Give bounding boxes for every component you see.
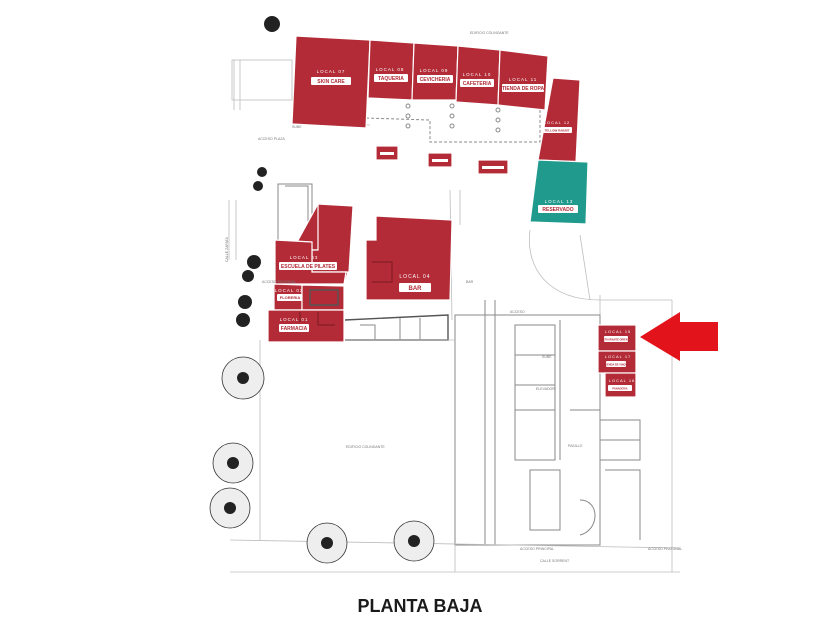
local-13-name: RESERVADO	[542, 207, 573, 213]
local-17-name: TIENDA DE VINOS	[605, 363, 628, 367]
local-15-name: RESTAURANTE ORIENTAL	[599, 338, 633, 342]
unit-local-16[interactable]: LOCAL 16 PANADERIA	[604, 372, 637, 398]
note-sube-top: SUBE	[292, 125, 302, 129]
local-10-number: LOCAL 10	[463, 72, 492, 77]
local-02-name: FLORERIA	[280, 295, 301, 300]
unit-local-07[interactable]: LOCAL 07 SKIN CARE	[291, 35, 371, 129]
local-08-number: LOCAL 08	[376, 67, 405, 72]
local-03-name: ESCUELA DE PILATES	[281, 264, 336, 270]
local-13-number: LOCAL 13	[545, 199, 574, 204]
local-12-name: TELLOW RABBIT	[545, 129, 570, 133]
note-calle-bottom: CALLE SORRENT	[540, 559, 570, 563]
unit-local-01[interactable]: LOCAL 01 FARMACIA	[267, 309, 345, 343]
unit-local-03[interactable]: LOCAL 03 ESCUELA DE PILATES	[274, 203, 354, 286]
note-sube-mid: SUBE	[542, 355, 552, 359]
note-edificio-mid: EDIFICIO COLINDANTE	[346, 445, 385, 449]
local-04-name: BAR	[409, 286, 423, 292]
local-09-number: LOCAL 09	[420, 68, 449, 73]
note-acceso-plaza: ACCESO PLAZA	[258, 137, 286, 141]
kiosk-left[interactable]	[375, 145, 399, 161]
note-bar: BAR	[466, 280, 474, 284]
unit-local-10[interactable]: LOCAL 10 CAFETERIA	[455, 45, 501, 106]
unit-local-08[interactable]: LOCAL 08 TAQUERIA	[367, 39, 415, 101]
local-08-name: TAQUERIA	[378, 76, 404, 82]
local-07-number: LOCAL 07	[317, 69, 346, 74]
unit-local-09[interactable]: LOCAL 09 CEVICHERIA	[411, 42, 459, 101]
note-calle-left: CALLE ZAPATA	[225, 236, 229, 262]
note-pasillo: PASILLO	[568, 444, 583, 448]
local-01-number: LOCAL 01	[280, 317, 309, 322]
unit-local-17[interactable]: LOCAL 17 TIENDA DE VINOS	[597, 350, 637, 374]
unit-local-12[interactable]: LOCAL 12 TELLOW RABBIT	[537, 77, 581, 163]
local-16-name: PANADERIA	[612, 387, 627, 391]
note-edificio-top: EDIFICIO COLINDANTE	[470, 31, 509, 35]
local-12-number: LOCAL 12	[544, 120, 571, 125]
highlight-arrow-icon	[640, 312, 718, 361]
note-acceso-peatonal-right: ACCESO PEATONAL	[648, 547, 682, 551]
local-15-number: LOCAL 15	[605, 329, 632, 334]
unit-local-04[interactable]: LOCAL 04 BAR	[365, 215, 453, 301]
plan-notes: EDIFICIO COLINDANTE ACCESO PLAZA SUBE AC…	[225, 31, 682, 563]
local-04-number: LOCAL 04	[399, 274, 430, 280]
note-acceso: ACCESO	[510, 310, 525, 314]
tree-icons	[209, 16, 435, 564]
unit-local-15[interactable]: LOCAL 15 RESTAURANTE ORIENTAL	[597, 324, 637, 352]
local-11-number: LOCAL 11	[509, 77, 538, 82]
local-03-number: LOCAL 03	[290, 255, 319, 260]
note-acceso-peatonal-left: ACCESO PEATONAL	[262, 280, 296, 284]
local-09-name: CEVICHERIA	[420, 77, 451, 83]
kiosk-right[interactable]	[477, 159, 509, 175]
local-01-name: FARMACIA	[281, 326, 308, 332]
local-02-number: LOCAL 02	[275, 288, 304, 293]
local-10-name: CAFETERIA	[463, 81, 492, 87]
local-17-number: LOCAL 17	[605, 354, 632, 359]
local-07-name: SKIN CARE	[317, 79, 345, 85]
plan-title: PLANTA BAJA	[357, 596, 483, 616]
unit-local-02[interactable]: LOCAL 02 FLORERIA	[273, 283, 345, 311]
note-acceso-principal: ACCESO PRINCIPAL	[520, 547, 554, 551]
local-11-name: TIENDA DE ROPA	[502, 86, 545, 92]
local-16-number: LOCAL 16	[609, 378, 636, 383]
kiosk-middle[interactable]	[427, 152, 453, 168]
unit-local-11[interactable]: LOCAL 11 TIENDA DE ROPA	[497, 49, 549, 111]
note-elevador: ELEVADOR	[536, 387, 555, 391]
unit-local-13[interactable]: LOCAL 13 RESERVADO	[529, 159, 589, 225]
